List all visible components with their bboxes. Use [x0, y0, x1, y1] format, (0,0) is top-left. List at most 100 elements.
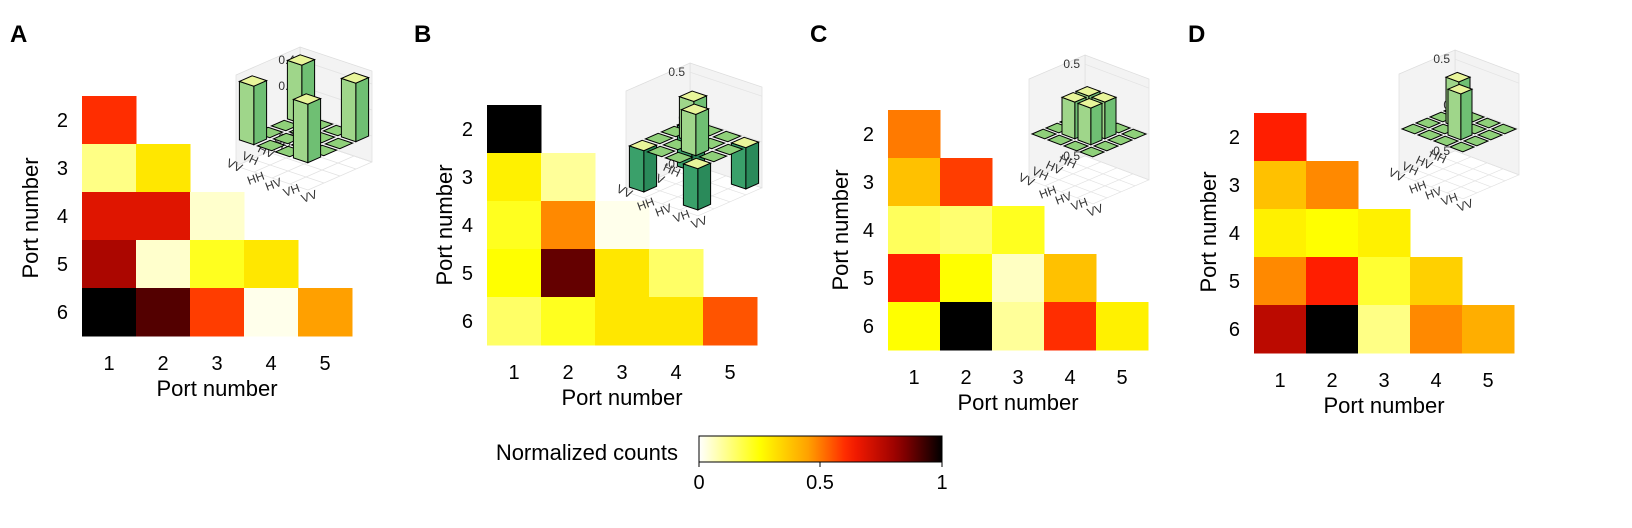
heatmap-cell [940, 302, 993, 351]
inset-bar-front [340, 77, 357, 143]
inset-bar-front [292, 98, 309, 164]
inset-col-label: HH [1407, 178, 1428, 197]
inset-bar-side [355, 76, 370, 143]
y-tick-label: 3 [57, 158, 68, 180]
inset-bar-top [1414, 117, 1442, 129]
heatmap-cell [940, 254, 993, 303]
inset-grid-line [289, 155, 355, 185]
inset-grid-line [1084, 63, 1150, 89]
inset-bar-top [286, 54, 316, 66]
heatmap-cell [190, 192, 245, 241]
x-axis-label: Port number [957, 390, 1078, 415]
x-tick-label: 2 [157, 353, 168, 375]
inset-grid-line [697, 187, 763, 217]
y-tick-label: 5 [57, 254, 68, 276]
inset-grid-line [1028, 179, 1094, 205]
heatmap-cell [992, 206, 1045, 255]
heatmap-cell [1462, 305, 1515, 354]
y-tick-label: 2 [1229, 127, 1240, 149]
inset-bar-side [1090, 102, 1103, 146]
inset-grid-line [1084, 155, 1150, 181]
inset-grid-line [625, 191, 699, 217]
heatmap-cell [992, 254, 1045, 303]
x-tick-label: 4 [1430, 370, 1441, 392]
inset-bar-top [628, 139, 658, 152]
inset-row-label: VV [224, 156, 244, 175]
inset-z-tick: 0.5 [1433, 52, 1450, 66]
inset-bar-top [730, 136, 760, 149]
heatmap-cell [82, 144, 137, 193]
heatmap-cell [82, 240, 137, 289]
inset-bar-top [1030, 128, 1058, 140]
inset-row-label: VV [1016, 170, 1036, 189]
heatmap-cell [992, 302, 1045, 351]
x-tick-label: 2 [1326, 370, 1337, 392]
colorbar-label: Normalized counts [496, 440, 678, 465]
inset-row-label: HV [1414, 153, 1435, 173]
heatmap-cell [1410, 257, 1463, 306]
x-tick-label: 3 [1378, 370, 1389, 392]
panel-letter: C [810, 21, 827, 48]
inset-bar-top [340, 72, 370, 84]
inset-col-label: VH [281, 181, 301, 200]
heatmap-cell [595, 249, 650, 298]
inset-row-label: HH [1427, 147, 1449, 167]
heatmap-cell [888, 206, 941, 255]
heatmap-cell [487, 297, 542, 346]
inset-bar-front [238, 80, 255, 146]
inset-bar-top [292, 93, 322, 105]
x-tick-label: 1 [908, 367, 919, 389]
inset-grid-line [235, 165, 309, 191]
x-tick-label: 2 [562, 362, 573, 384]
heatmap [487, 105, 758, 346]
inset-row-label: VV [1386, 165, 1406, 184]
panel-letter: A [10, 21, 27, 48]
y-tick-label: 3 [462, 167, 473, 189]
heatmap-cell [649, 297, 704, 346]
x-tick-label: 5 [1116, 367, 1127, 389]
inset-bar-top [680, 103, 710, 115]
colorbar-tick-label: 0.5 [806, 472, 834, 494]
y-axis-label: Port number [1196, 171, 1221, 292]
inset-bar-top [1046, 134, 1074, 146]
heatmap-cell [595, 201, 650, 250]
x-tick-label: 2 [960, 367, 971, 389]
heatmap-cell [1306, 257, 1359, 306]
inset-col-label: HH [635, 195, 656, 214]
heatmap-cell [190, 240, 245, 289]
inset-col-label: HV [263, 175, 283, 194]
inset-col-label: VH [1439, 190, 1459, 209]
inset-bar-top [1106, 134, 1134, 146]
heatmap-cell [82, 192, 137, 241]
colorbar-tick-label: 0 [693, 472, 704, 494]
inset-bar-top [1078, 146, 1106, 158]
inset-grid-line [1454, 58, 1520, 84]
inset-bar-side [307, 97, 322, 164]
inset-row-label: VH [1400, 159, 1421, 179]
y-tick-label: 6 [863, 316, 874, 338]
heatmap-cell [136, 240, 191, 289]
heatmap-cell [190, 288, 245, 337]
y-axis-label: Port number [18, 157, 43, 278]
heatmap-cell [244, 288, 299, 337]
x-axis-label: Port number [561, 385, 682, 410]
inset-bar-top [1446, 83, 1474, 95]
inset-grid-line [1042, 173, 1108, 199]
inset-grid-line [1446, 168, 1504, 194]
heatmap-cell [649, 249, 704, 298]
heatmap-cell [487, 105, 542, 154]
heatmap-cell [1306, 161, 1359, 210]
inset-bar-side [253, 79, 268, 146]
inset-col-label: HH [1037, 183, 1058, 202]
panel-letter: B [414, 21, 431, 48]
inset-col-label: VV [689, 213, 709, 232]
heatmap-cell [487, 249, 542, 298]
inset-bar-top [1074, 85, 1102, 97]
inset-grid-line [251, 158, 325, 184]
inset-bar-side [745, 141, 760, 190]
